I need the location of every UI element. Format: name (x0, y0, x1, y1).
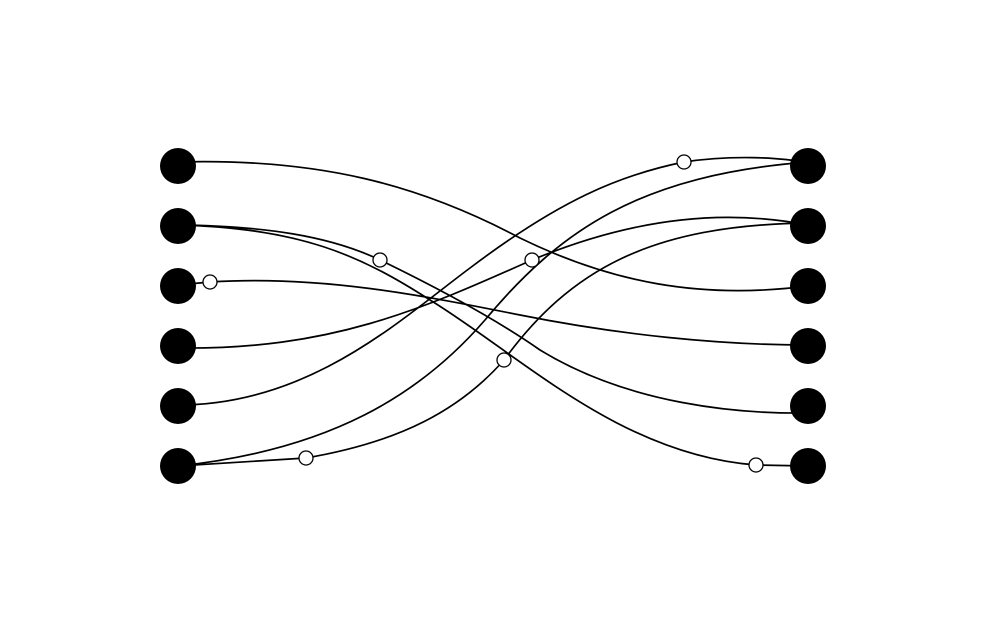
hollow-marker-4 (524, 252, 540, 268)
right-node-column (790, 148, 826, 484)
left-node-4 (160, 328, 196, 364)
hollow-marker-3 (372, 252, 388, 268)
edge-l6-r1 (177, 161, 809, 467)
hollow-marker-6 (298, 450, 314, 466)
left-node-6 (160, 448, 196, 484)
hollow-marker-7 (748, 457, 764, 473)
hollow-marker-1 (676, 154, 692, 170)
edge-l2-r5 (177, 224, 809, 414)
right-node-5 (790, 388, 826, 424)
edge-l1-r3 (177, 160, 809, 292)
right-node-2 (790, 208, 826, 244)
edge-l3-r4 (177, 279, 809, 346)
right-node-6 (790, 448, 826, 484)
right-node-4 (790, 328, 826, 364)
edge-l2-r6 (177, 224, 809, 467)
left-node-2 (160, 208, 196, 244)
left-node-column (160, 148, 196, 484)
left-node-5 (160, 388, 196, 424)
hollow-marker-2 (202, 274, 218, 290)
hollow-marker-layer (202, 154, 764, 473)
edges-layer (177, 156, 809, 467)
hollow-marker-5 (496, 352, 512, 368)
left-node-1 (160, 148, 196, 184)
right-node-3 (790, 268, 826, 304)
right-node-1 (790, 148, 826, 184)
edge-l5-r1 (177, 156, 809, 406)
edge-l6-r2 (177, 222, 809, 467)
edge-l4-r2 (177, 216, 809, 349)
left-node-3 (160, 268, 196, 304)
